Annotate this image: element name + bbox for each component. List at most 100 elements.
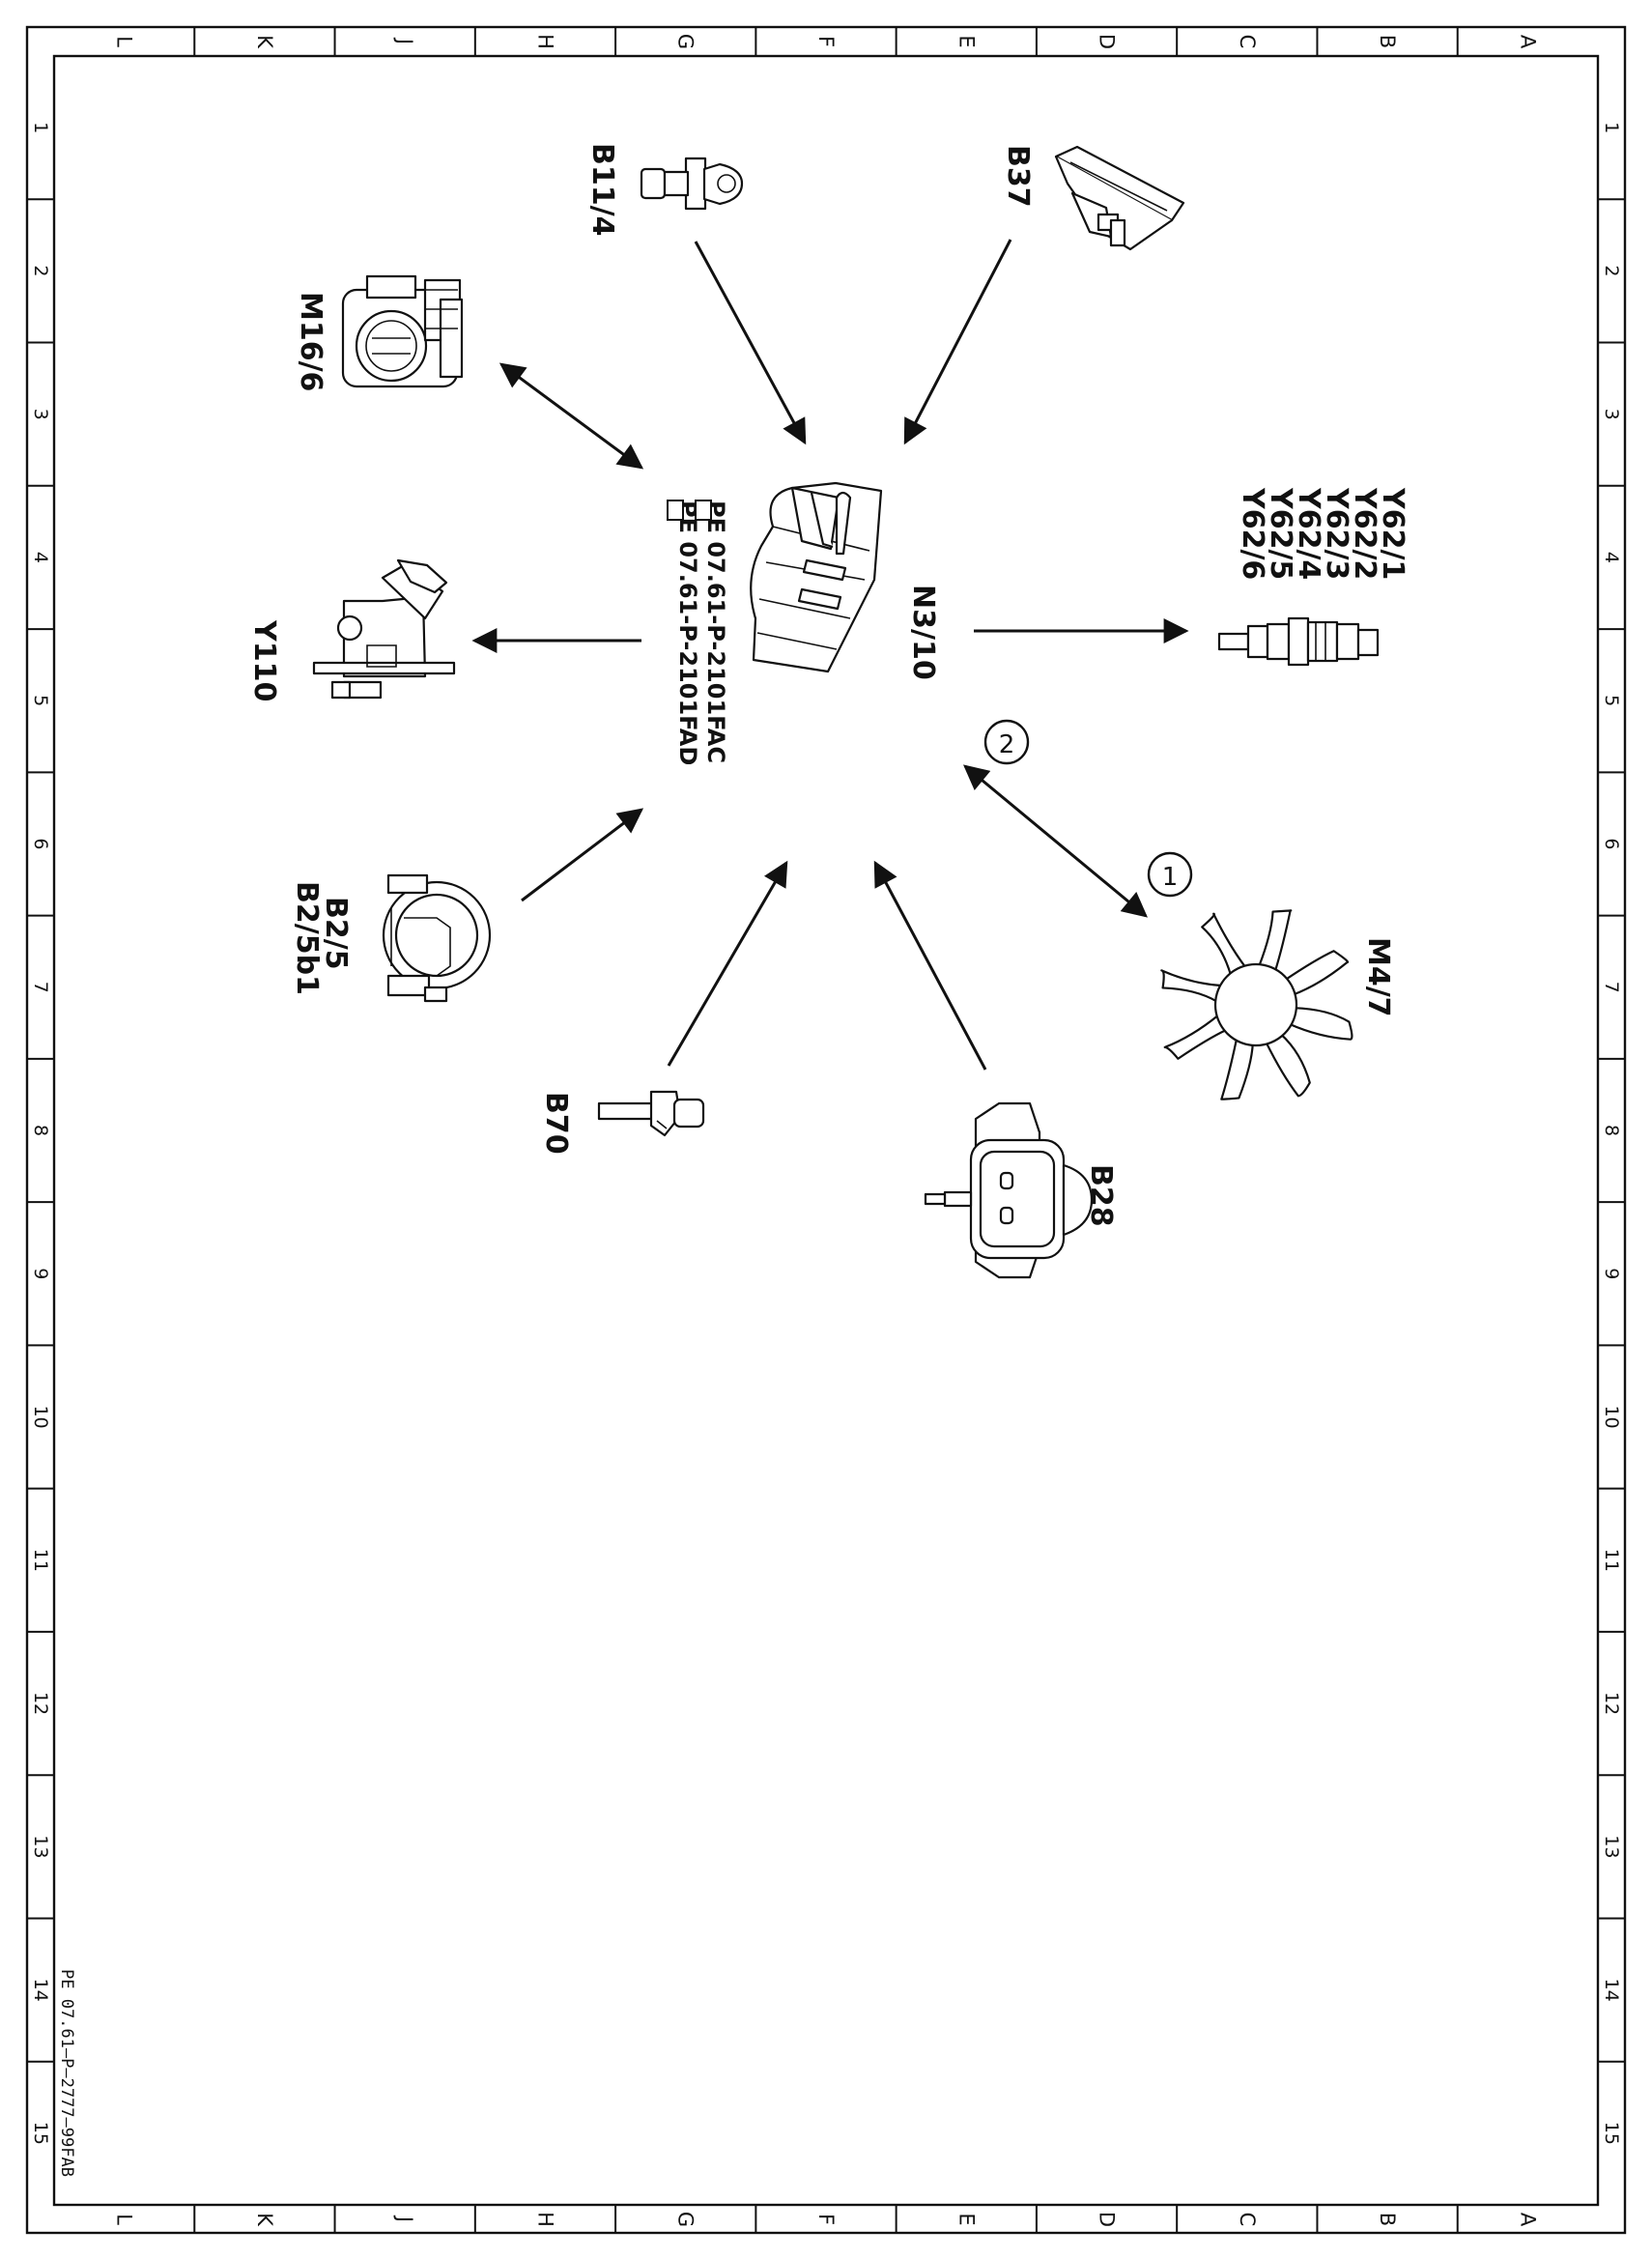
injector-label-2: Y62/2	[1348, 487, 1381, 580]
zone-number-11: 11	[1601, 1549, 1622, 1572]
throttle-actuator-icon	[341, 274, 464, 388]
injector-label-3: Y62/3	[1320, 487, 1353, 580]
zone-number-15: 15	[30, 2122, 51, 2145]
injector-label-5: Y62/5	[1264, 487, 1297, 580]
zone-number-5: 5	[1601, 695, 1622, 706]
intake-air-temp-label: B2/5b1	[290, 881, 324, 995]
inner-border	[52, 54, 1600, 2207]
zone-letter-a: A	[1516, 35, 1539, 49]
zone-letter-a: A	[1516, 2213, 1539, 2227]
svg-text:1: 1	[1162, 863, 1179, 892]
zone-number-15: 15	[1601, 2122, 1622, 2145]
zone-letter-j: J	[393, 2215, 416, 2222]
zone-number-2: 2	[30, 265, 51, 276]
zone-number-12: 12	[1601, 1692, 1622, 1715]
crankshaft-sensor-label: B70	[539, 1092, 573, 1155]
zone-number-10: 10	[1601, 1405, 1622, 1428]
fan-blade	[1284, 950, 1350, 996]
zone-number-7: 7	[1601, 982, 1622, 993]
zone-number-9: 9	[30, 1268, 51, 1279]
zone-number-4: 4	[1601, 552, 1622, 563]
zone-letter-f: F	[814, 36, 838, 47]
air-mass-sensor-label: B2/5	[319, 897, 353, 970]
zone-letter-e: E	[954, 2213, 978, 2225]
arrow-n3-10-to-m4-7	[962, 764, 1149, 918]
injector-label-6: Y62/6	[1236, 487, 1269, 580]
reference-hand-icon-2	[667, 500, 684, 521]
zone-letter-g: G	[674, 34, 698, 49]
air-mass-sensor-labels: B2/5 B2/5b1	[290, 881, 353, 995]
zone-number-1: 1	[30, 122, 51, 133]
zone-number-9: 9	[1601, 1268, 1622, 1279]
zone-number-6: 6	[30, 838, 51, 849]
arrow-b28-to-n3-10	[873, 860, 987, 1071]
control-unit-label: N3/10	[906, 585, 940, 680]
svg-text:2: 2	[999, 730, 1015, 759]
callout-2: 2	[983, 719, 1030, 765]
zone-letter-f: F	[814, 2214, 838, 2225]
zone-number-6: 6	[1601, 838, 1622, 849]
zone-letter-c: C	[1236, 35, 1259, 49]
reference-notes: PE 07.61-P-2101FAC PE 07.61-P-2101FAD	[667, 500, 729, 765]
fan-blade	[1265, 1033, 1311, 1098]
fan-blade	[1220, 1037, 1254, 1100]
fan-motor-label: M4/7	[1361, 937, 1395, 1017]
arrow-b70-to-n3-10	[667, 860, 788, 1067]
zone-number-8: 8	[30, 1125, 51, 1136]
accelerator-pedal-sensor-icon	[1054, 145, 1185, 251]
fuel-injector-icon	[1217, 616, 1380, 667]
zone-number-12: 12	[30, 1692, 51, 1715]
fan-blade	[1163, 1014, 1228, 1060]
thermostat-label: Y110	[247, 619, 281, 701]
thermostat-icon	[312, 558, 456, 700]
pressure-sensor-label: B28	[1084, 1164, 1118, 1227]
zone-number-5: 5	[30, 695, 51, 706]
fan-motor-icon	[1160, 909, 1353, 1100]
zone-number-14: 14	[1601, 1979, 1622, 2002]
accelerator-pedal-sensor-label: B37	[1001, 145, 1035, 208]
callout-1: 1	[1147, 851, 1193, 898]
zone-letter-e: E	[954, 35, 978, 47]
zone-letter-l: L	[113, 36, 136, 47]
fan-blade	[1288, 1007, 1353, 1041]
zone-number-1: 1	[1601, 122, 1622, 133]
fan-blade	[1160, 969, 1224, 1003]
zone-number-7: 7	[30, 982, 51, 993]
zone-letter-b: B	[1376, 2213, 1399, 2226]
reference-hand-icon-1	[695, 500, 712, 521]
zone-number-10: 10	[30, 1405, 51, 1428]
fan-blade	[1201, 912, 1247, 977]
pressure-sensor-icon	[924, 1101, 1094, 1279]
document-number: PE 07.61–P–2777–99FAB	[57, 1969, 76, 2177]
coolant-temp-sensor-icon	[640, 157, 744, 211]
zone-letter-l: L	[113, 2214, 136, 2225]
arrow-b11-4-to-n3-10	[694, 241, 807, 445]
coolant-temp-sensor-label: B11/4	[585, 143, 619, 236]
zone-letter-g: G	[674, 2212, 698, 2227]
zone-number-14: 14	[30, 1979, 51, 2002]
crankshaft-sensor-icon	[597, 1090, 705, 1137]
zone-letter-d: D	[1096, 34, 1119, 49]
arrow-b37-to-n3-10	[903, 239, 1012, 445]
air-mass-sensor-icon	[382, 873, 492, 1003]
reference-note-2: PE 07.61-P-2101FAD	[674, 500, 701, 765]
zone-number-11: 11	[30, 1549, 51, 1572]
zone-ticks	[27, 27, 1625, 2233]
zone-letter-j: J	[393, 37, 416, 44]
zone-letter-k: K	[253, 2213, 276, 2227]
zone-number-3: 3	[30, 409, 51, 420]
zone-number-8: 8	[1601, 1125, 1622, 1136]
zone-letter-b: B	[1376, 35, 1399, 48]
zone-number-2: 2	[1601, 265, 1622, 276]
signal-arrows	[471, 239, 1189, 1071]
zone-letter-h: H	[533, 34, 556, 49]
zone-number-4: 4	[30, 552, 51, 563]
zone-number-13: 13	[30, 1835, 51, 1858]
zone-letter-h: H	[533, 2212, 556, 2227]
zone-letter-d: D	[1096, 2212, 1119, 2227]
reference-note-1: PE 07.61-P-2101FAC	[702, 500, 729, 763]
control-unit-n3-10-icon	[750, 481, 883, 673]
